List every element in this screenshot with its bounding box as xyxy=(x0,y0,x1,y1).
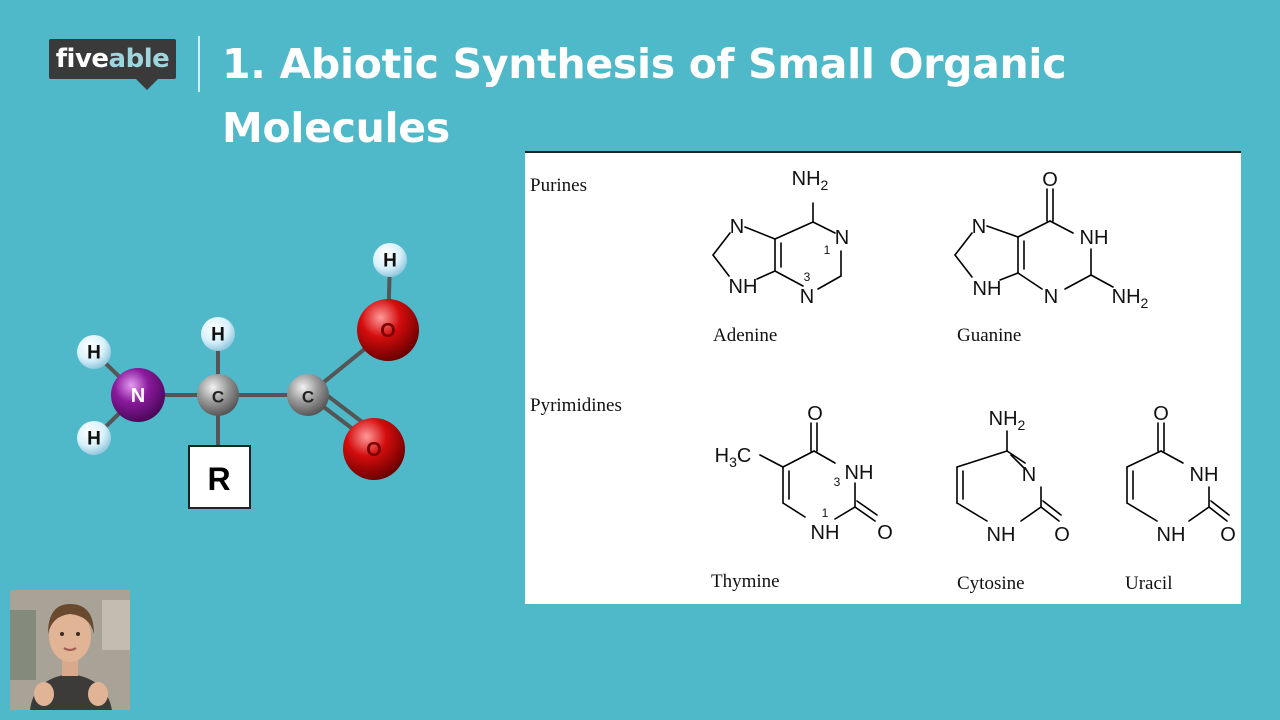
uracil-nh1: NH xyxy=(1157,524,1186,546)
adenine-n7: N xyxy=(730,216,744,238)
adenine-structure xyxy=(712,202,842,290)
title-divider xyxy=(198,36,200,92)
adenine-n1: N xyxy=(835,227,849,249)
cytosine-nh1: NH xyxy=(987,524,1016,546)
thymine-nh3: NH xyxy=(845,462,874,484)
svg-text:H: H xyxy=(211,325,225,346)
guanine-nh1: NH xyxy=(1080,227,1109,249)
svg-text:R: R xyxy=(207,461,230,497)
guanine-structure xyxy=(954,188,1114,290)
adenine-n3-number: 3 xyxy=(804,270,811,284)
uracil-structure xyxy=(1126,422,1230,522)
uracil-name: Uracil xyxy=(1125,573,1172,594)
adenine-nh2: NH2 xyxy=(792,168,829,193)
amino-acid-model: H H N H C C H O xyxy=(77,243,419,509)
cytosine-n3: N xyxy=(1022,464,1036,486)
thymine-nh1: NH xyxy=(811,522,840,544)
uracil-o4: O xyxy=(1153,403,1169,425)
slide-title: 1. Abiotic Synthesis of Small Organic Mo… xyxy=(222,32,1082,160)
thymine-o2: O xyxy=(877,522,893,544)
thymine-h3c: H3C xyxy=(715,445,752,470)
presenter-webcam xyxy=(10,590,130,710)
adenine-n3: N xyxy=(800,286,814,308)
thymine-structure xyxy=(759,422,878,522)
atom-o-hydroxyl: O xyxy=(357,299,419,361)
atom-c-alpha: C xyxy=(197,374,239,416)
guanine-nh2: NH2 xyxy=(1112,286,1149,311)
svg-text:C: C xyxy=(302,388,314,407)
slide-title-line-2: Molecules xyxy=(222,104,450,152)
uracil-nh3: NH xyxy=(1190,464,1219,486)
atom-nitrogen: N xyxy=(111,368,165,422)
thymine-name: Thymine xyxy=(711,571,780,592)
svg-text:N: N xyxy=(131,385,145,407)
svg-text:H: H xyxy=(87,343,101,364)
atom-o-double: O xyxy=(343,418,405,480)
guanine-n3: N xyxy=(1044,286,1058,308)
guanine-atoms: O N NH NH N NH2 xyxy=(972,169,1149,311)
atom-h-c-alpha: H xyxy=(201,317,235,351)
adenine-n1-number: 1 xyxy=(824,243,831,257)
guanine-nh9: NH xyxy=(973,278,1002,300)
guanine-name: Guanine xyxy=(957,325,1021,346)
adenine-name: Adenine xyxy=(713,325,777,346)
atom-h-hydroxyl: H xyxy=(373,243,407,277)
logo-speech-tail xyxy=(136,79,158,90)
svg-text:C: C xyxy=(212,388,224,407)
svg-text:H: H xyxy=(383,251,397,272)
slide-title-line-1: 1. Abiotic Synthesis of Small Organic xyxy=(222,40,1067,88)
svg-text:O: O xyxy=(366,439,382,461)
logo-text-able: able xyxy=(108,44,170,74)
r-group-box: R xyxy=(188,445,251,509)
thymine-nh1-number: 1 xyxy=(822,506,829,520)
cytosine-structure xyxy=(956,430,1062,522)
thymine-nh3-number: 3 xyxy=(834,475,841,489)
uracil-atoms: O NH NH O xyxy=(1153,403,1236,546)
svg-text:O: O xyxy=(380,320,396,342)
svg-text:H: H xyxy=(87,429,101,450)
thymine-atoms: O H3C NH 3 NH 1 O xyxy=(715,403,893,544)
guanine-n7: N xyxy=(972,216,986,238)
cytosine-name: Cytosine xyxy=(957,573,1025,594)
guanine-o6: O xyxy=(1042,169,1058,191)
nitrogenous-bases-figure: Purines Pyrimidines NH2 N N 1 N 3 NH Ade… xyxy=(525,151,1241,604)
adenine-atoms: NH2 N N 1 N 3 NH xyxy=(729,168,850,308)
atom-h-n-top: H xyxy=(77,335,111,369)
atom-h-n-bottom: H xyxy=(77,421,111,455)
pyrimidines-label: Pyrimidines xyxy=(530,395,622,416)
presenter-illustration xyxy=(10,590,130,710)
logo-text-five: five xyxy=(55,44,109,74)
adenine-nh9: NH xyxy=(729,276,758,298)
cytosine-nh2: NH2 xyxy=(989,408,1026,433)
uracil-o2: O xyxy=(1220,524,1236,546)
cytosine-atoms: NH2 N NH O xyxy=(987,408,1070,546)
cytosine-o2: O xyxy=(1054,524,1070,546)
atom-c-carboxyl: C xyxy=(287,374,329,416)
thymine-o4: O xyxy=(807,403,823,425)
bases-structures: Purines Pyrimidines NH2 N N 1 N 3 NH Ade… xyxy=(530,168,1236,594)
purines-label: Purines xyxy=(530,175,587,196)
